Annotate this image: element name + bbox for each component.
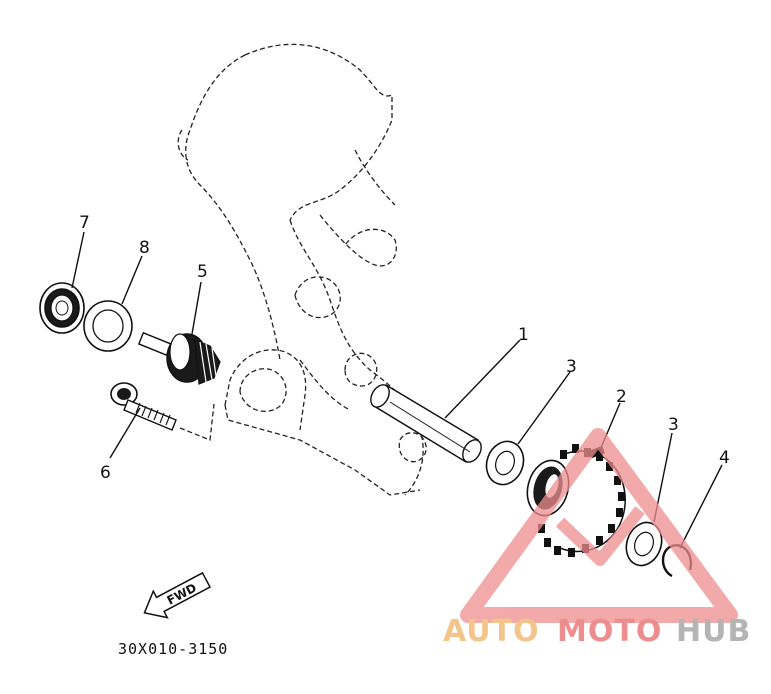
part-3-washer-b — [625, 521, 663, 567]
figure-code: 30X010-3150 — [118, 640, 228, 658]
watermark-triangle-icon — [460, 428, 738, 623]
part-1-shaft — [370, 383, 482, 464]
callout-4: 4 — [719, 448, 730, 468]
callout-7: 7 — [79, 213, 90, 233]
part-5-driven-gear — [137, 331, 221, 385]
callout-2: 2 — [616, 387, 627, 407]
watermark-text: AUTO MOTO HUB — [443, 614, 751, 649]
part-callouts: 7 8 5 6 1 3 2 3 4 — [79, 213, 730, 483]
callout-3-second: 3 — [668, 415, 679, 435]
watermark-moto: MOTO — [557, 614, 662, 649]
callout-5: 5 — [197, 262, 208, 282]
callout-8: 8 — [139, 238, 150, 258]
callout-3-first: 3 — [566, 357, 577, 377]
part-3-washer-a — [485, 440, 525, 486]
part-8-washer — [83, 300, 133, 352]
part-6-bolt — [110, 382, 177, 431]
fwd-arrow: FWD — [143, 571, 212, 619]
bolt-install-path — [179, 403, 215, 441]
callout-6: 6 — [100, 463, 111, 483]
watermark-auto: AUTO — [443, 614, 540, 649]
callout-1: 1 — [518, 325, 529, 345]
watermark-hub: HUB — [676, 614, 751, 649]
part-7-oil-seal — [39, 282, 85, 334]
crankcase-outline — [177, 43, 427, 496]
watermark-logo — [460, 428, 738, 623]
